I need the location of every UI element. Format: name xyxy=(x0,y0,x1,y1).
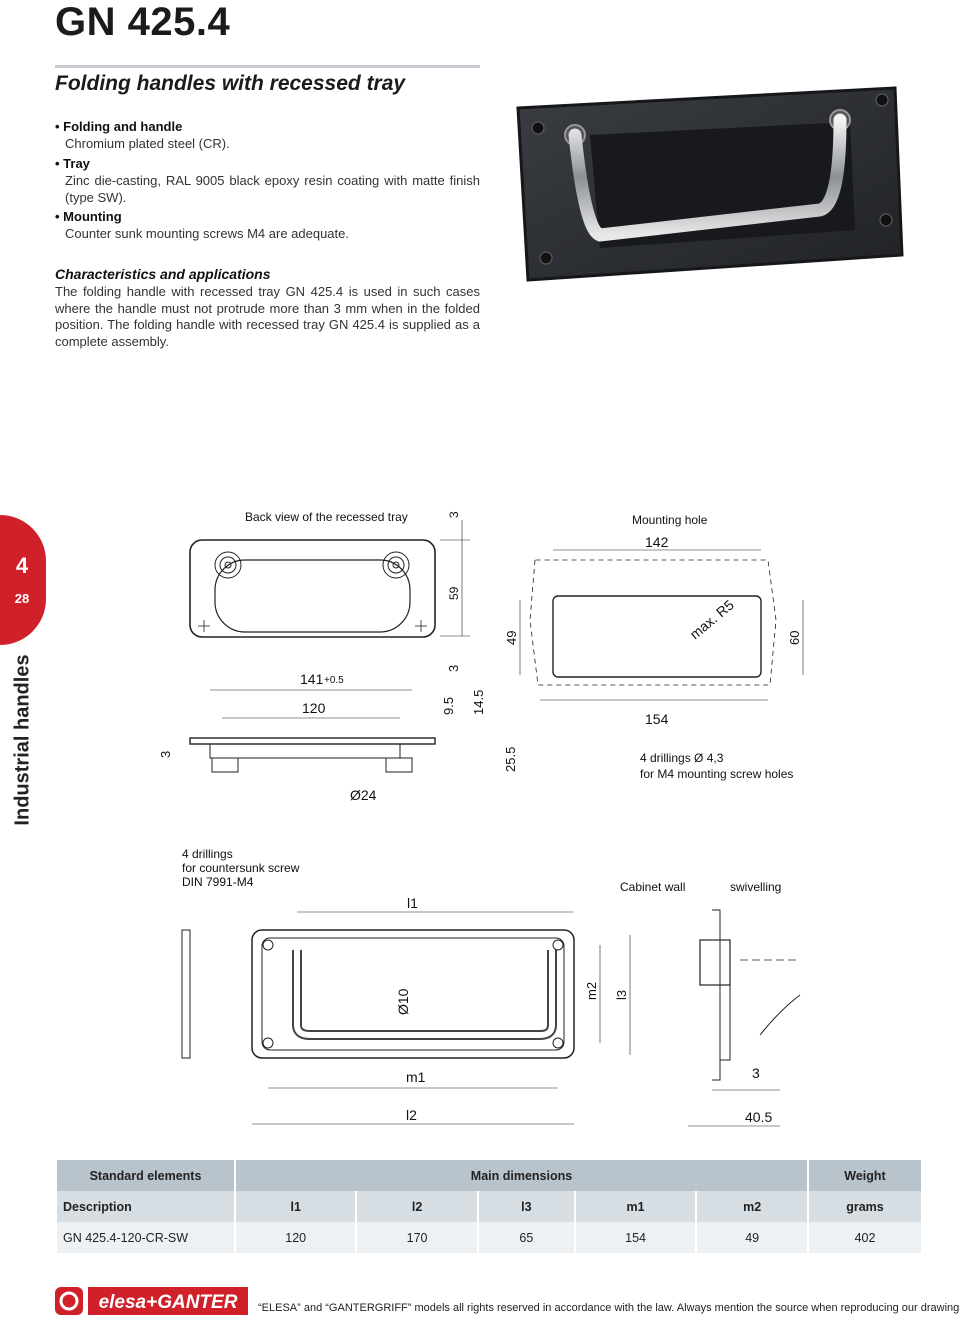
cell-l1: 120 xyxy=(233,1222,357,1253)
chapter-number: 4 xyxy=(16,553,29,578)
cs-note-3: DIN 7991-M4 xyxy=(182,875,254,889)
m1-label: m1 xyxy=(406,1069,426,1085)
spec-heading: Mounting xyxy=(55,208,480,225)
dia-24: Ø24 xyxy=(350,787,377,803)
dim-3-left: 3 xyxy=(158,751,173,758)
dim-49: 49 xyxy=(504,631,519,645)
dim-25-5: 25.5 xyxy=(503,747,518,772)
dia-10: Ø10 xyxy=(395,988,411,1015)
dim-3-mid: 3 xyxy=(446,665,461,672)
dimensions-table: Standard elements Main dimensions Weight… xyxy=(55,1160,921,1253)
title-divider xyxy=(55,65,480,68)
cell-m2: 49 xyxy=(695,1222,808,1253)
mounting-hole-label: Mounting hole xyxy=(632,513,708,527)
col-description: Description xyxy=(55,1191,235,1222)
l3-label: l3 xyxy=(614,990,629,1000)
col-m2: m2 xyxy=(695,1191,808,1222)
dim-141: 141 xyxy=(300,671,324,687)
l2-label: l2 xyxy=(406,1107,417,1123)
cell-l3: 65 xyxy=(476,1222,575,1253)
tol-141: +0.5 xyxy=(324,675,344,686)
technical-drawings: Back view of the recessed tray 3 59 Moun… xyxy=(158,510,804,1127)
spec-text: Counter sunk mounting screws M4 are adeq… xyxy=(65,226,349,241)
dim-14-5: 14.5 xyxy=(471,690,486,715)
cell-l2: 170 xyxy=(355,1222,478,1253)
group-weight: Weight xyxy=(807,1160,921,1191)
swivelling-label: swivelling xyxy=(730,880,781,894)
spec-heading: Tray xyxy=(55,155,480,172)
copyright-note: “ELESA” and “GANTERGRIFF” models all rig… xyxy=(258,1302,960,1314)
back-view-label: Back view of the recessed tray xyxy=(245,510,408,524)
characteristics-text: The folding handle with recessed tray GN… xyxy=(55,284,480,349)
dim-60: 60 xyxy=(787,631,802,645)
drill-note-1: 4 drillings Ø 4,3 xyxy=(640,751,724,765)
dim-154: 154 xyxy=(645,711,669,727)
cs-note-1: 4 drillings xyxy=(182,847,233,861)
spec-mounting: Mounting Counter sunk mounting screws M4… xyxy=(55,208,480,242)
drill-note-2: for M4 mounting screw holes xyxy=(640,767,793,781)
group-main-dimensions: Main dimensions xyxy=(234,1160,808,1191)
l1-label: l1 xyxy=(407,895,418,911)
group-standard-elements: Standard elements xyxy=(55,1160,235,1191)
spec-folding-handle: Folding and handle Chromium plated steel… xyxy=(55,118,480,152)
page-number: 28 xyxy=(15,591,29,606)
characteristics-title: Characteristics and applications xyxy=(55,266,271,282)
elesa-ganter-logo: elesa+GANTER xyxy=(55,1287,248,1315)
table-group-header: Standard elements Main dimensions Weight xyxy=(55,1160,921,1191)
cell-m1: 154 xyxy=(573,1222,697,1253)
col-l3: l3 xyxy=(476,1191,575,1222)
page-subtitle: Folding handles with recessed tray xyxy=(55,72,406,95)
radius-label: max. R5 xyxy=(687,596,737,642)
chapter-tab: 4 28 xyxy=(0,515,46,645)
logo-text: elesa+GANTER xyxy=(99,1292,238,1313)
cell-weight: 402 xyxy=(807,1222,921,1253)
spec-tray: Tray Zinc die-casting, RAL 9005 black ep… xyxy=(55,155,480,206)
col-l2: l2 xyxy=(355,1191,478,1222)
col-grams: grams xyxy=(807,1191,921,1222)
m2-label: m2 xyxy=(584,982,599,1000)
dim-120: 120 xyxy=(302,700,326,716)
dim-40-5: 40.5 xyxy=(745,1109,772,1125)
col-l1: l1 xyxy=(233,1191,357,1222)
dim-9-5: 9.5 xyxy=(441,697,456,715)
dim-142: 142 xyxy=(645,534,669,550)
table-column-header: Description l1 l2 l3 m1 m2 grams xyxy=(55,1191,921,1222)
spec-text: Chromium plated steel (CR). xyxy=(65,136,230,151)
dim-59: 59 xyxy=(447,586,461,600)
spec-heading: Folding and handle xyxy=(55,118,480,135)
cs-note-2: for countersunk screw xyxy=(182,861,300,875)
cell-description: GN 425.4-120-CR-SW xyxy=(55,1222,235,1253)
table-row: GN 425.4-120-CR-SW 120 170 65 154 49 402 xyxy=(55,1222,921,1253)
col-m1: m1 xyxy=(573,1191,697,1222)
dim-3-top: 3 xyxy=(447,511,461,518)
product-photo xyxy=(516,86,904,282)
section-label: Industrial handles xyxy=(11,654,34,826)
cabinet-wall-label: Cabinet wall xyxy=(620,880,685,894)
page-title: GN 425.4 xyxy=(55,0,231,44)
dim-3-side: 3 xyxy=(752,1065,760,1081)
spec-text: Zinc die-casting, RAL 9005 black epoxy r… xyxy=(65,173,480,205)
